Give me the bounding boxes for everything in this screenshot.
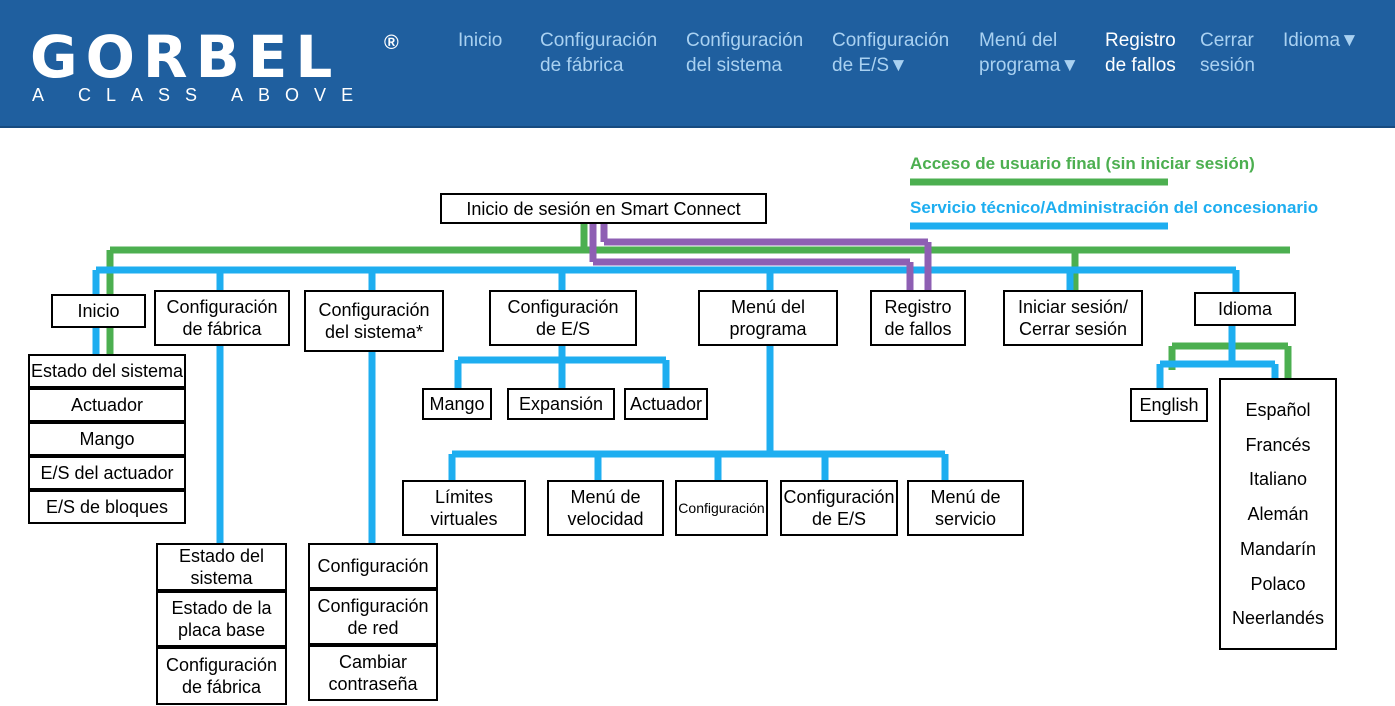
node-menu-servicio: Menú de servicio [907,480,1024,536]
language-polaco: Polaco [1250,573,1306,594]
nav-registro-fallos[interactable]: Registro de fallos [1105,30,1176,76]
node-actuador: Actuador [28,388,186,422]
node-mango: Mango [28,422,186,456]
legend-lines [910,178,1168,230]
nav-inicio[interactable]: Inicio [458,30,503,51]
node-sistema-configuracion: Configuración [308,543,438,589]
purple-connectors [589,222,932,292]
legend-end-user-label: Acceso de usuario final (sin iniciar ses… [910,154,1255,173]
node-registro-fallos: Registro de fallos [870,290,966,346]
node-iniciar-cerrar-sesion: Iniciar sesión/ Cerrar sesión [1003,290,1143,346]
language-italiano: Italiano [1248,469,1308,490]
node-configuracion-sistema: Configuración del sistema* [304,290,444,352]
node-es-actuador: E/S del actuador [28,456,186,490]
node-sistema-red: Configuración de red [308,589,438,645]
nav-menu-programa[interactable]: Menú del programa▼ [979,30,1080,76]
node-english: English [1130,388,1208,422]
languages-box: Español Francés Italiano Alemán Mandarín… [1219,378,1337,650]
node-menu-velocidad: Menú de velocidad [547,480,664,536]
logo-wordmark: GORBEL [30,23,341,91]
node-fabrica-estado-placa: Estado de la placa base [156,591,287,647]
node-menu-programa: Menú del programa [698,290,838,346]
node-idioma: Idioma [1194,292,1296,326]
root-node: Inicio de sesión en Smart Connect [440,193,767,224]
registered-mark: ® [384,32,399,54]
node-configuracion-es: Configuración de E/S [489,290,637,346]
language-mandarin: Mandarín [1239,538,1317,559]
node-fabrica-estado-sistema: Estado del sistema [156,543,287,591]
gorbel-logo[interactable]: GORBEL ® A CLASS ABOVE [30,28,410,108]
language-espanol: Español [1245,399,1311,420]
node-es-expansion: Expansión [507,388,615,420]
nav-cerrar-sesion[interactable]: Cerrar sesión [1200,30,1255,76]
language-neerlandes: Neerlandés [1231,608,1325,629]
node-fabrica-configuracion: Configuración de fábrica [156,647,287,705]
nav-configuracion-es[interactable]: Configuración de E/S▼ [832,30,950,76]
nav-configuracion-fabrica[interactable]: Configuración de fábrica [540,30,658,76]
node-sistema-contrasena: Cambiar contraseña [308,645,438,701]
node-programa-configuracion: Configuración [675,480,768,536]
node-es-actuador-child: Actuador [624,388,708,420]
node-configuracion-fabrica: Configuración de fábrica [154,290,290,346]
blue-connectors [92,266,1279,545]
language-aleman: Alemán [1247,504,1309,524]
nav-configuracion-sistema[interactable]: Configuración del sistema [686,30,804,76]
node-programa-configuracion-es: Configuración de E/S [780,480,898,536]
language-frances: Francés [1245,434,1311,455]
node-limites-virtuales: Límites virtuales [402,480,526,536]
node-inicio: Inicio [51,294,146,328]
nav-idioma[interactable]: Idioma▼ [1283,30,1359,51]
node-es-mango: Mango [422,388,492,420]
logo-tagline: A CLASS ABOVE [32,85,369,105]
node-es-bloques: E/S de bloques [28,490,186,524]
header-bar: GORBEL ® A CLASS ABOVE Inicio Configurac… [0,0,1395,128]
node-estado-sistema: Estado del sistema [28,354,186,388]
legend-dealer-label: Servicio técnico/Administración del conc… [910,198,1319,217]
